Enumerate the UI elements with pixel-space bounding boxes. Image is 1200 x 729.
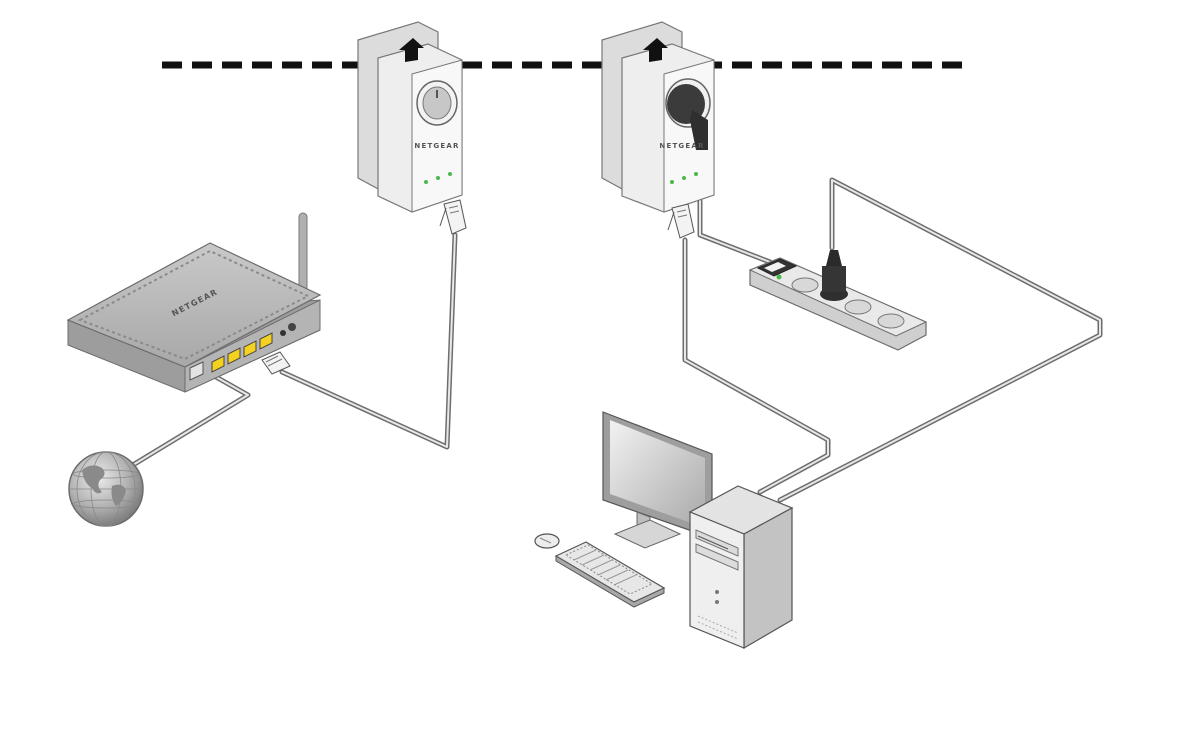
- ethernet-plug-icon: [261, 351, 291, 375]
- tower-case-icon: [688, 485, 794, 650]
- ethernet-plug-icon: [667, 203, 695, 239]
- monitor-icon: [602, 411, 713, 549]
- router-icon: NETGEAR: [66, 212, 322, 393]
- router-lan-ports: [211, 332, 273, 373]
- cables: [125, 157, 1103, 503]
- power-plug-icon: [820, 250, 848, 301]
- desktop-computer-icon: [534, 411, 794, 650]
- mouse-icon: [534, 533, 560, 549]
- power-strip-icon: [748, 250, 928, 351]
- powerline-adapter-icon: NETGEAR: [357, 21, 467, 235]
- adapter-1-brand-label: NETGEAR: [414, 142, 459, 150]
- cable-router-adapter-1: [279, 232, 458, 450]
- adapter-2-brand-label: NETGEAR: [659, 142, 704, 150]
- arrow-up-icon: [643, 38, 668, 62]
- ethernet-plug-icon: [439, 199, 467, 235]
- power-switch: [756, 258, 798, 277]
- arrow-up-icon: [399, 38, 424, 62]
- powerline-adapter-with-plug-icon: NETGEAR: [601, 21, 715, 239]
- globe-icon: [68, 451, 144, 527]
- keyboard-icon: [554, 541, 666, 608]
